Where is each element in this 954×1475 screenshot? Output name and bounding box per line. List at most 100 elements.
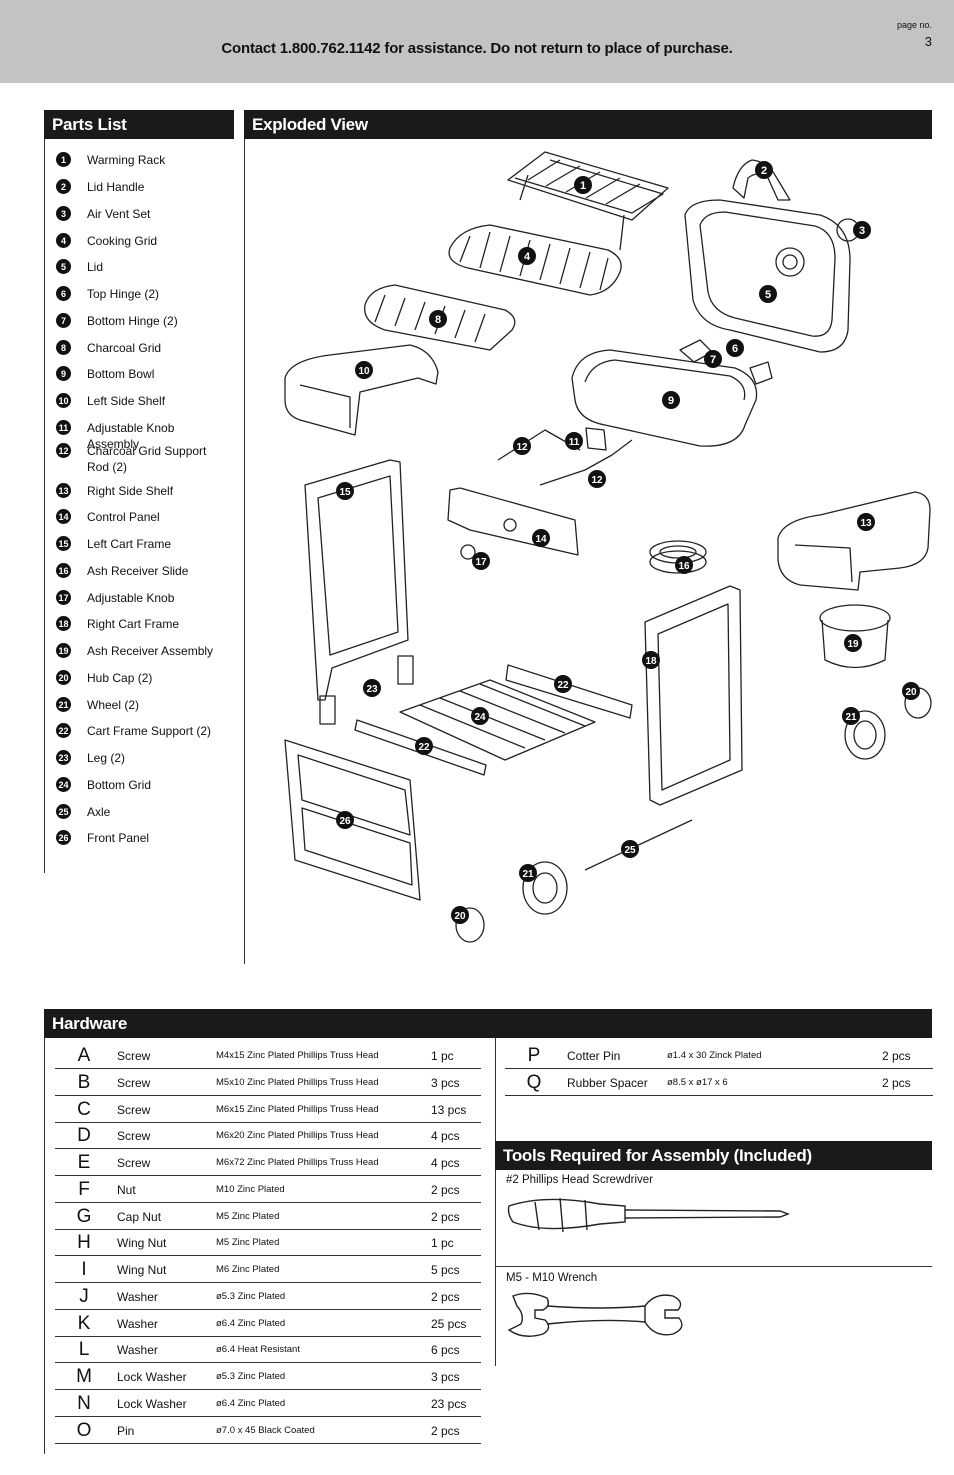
callout-20: 20 (451, 906, 469, 924)
part-number-badge: 8 (56, 340, 71, 355)
hardware-description: M10 Zinc Plated (216, 1183, 285, 1195)
hub-cap-illustration (455, 907, 485, 943)
callout-label: 12 (591, 475, 603, 486)
callout-23: 23 (363, 679, 381, 697)
part-name: Air Vent Set (87, 207, 151, 221)
callout-label: 18 (645, 656, 657, 667)
adjustable-knob-assembly-illustration (585, 427, 607, 451)
hardware-type: Screw (117, 1075, 151, 1090)
part-name: Charcoal Grid Support Rod (2) (87, 444, 207, 474)
part-name: Leg (2) (87, 751, 126, 765)
callout-26: 26 (336, 811, 354, 829)
left-cart-frame-illustration (304, 459, 409, 701)
part-name: Left Cart Frame (87, 537, 172, 551)
page-number: 3 (924, 34, 932, 49)
hardware-description: ø8.5 x ø17 x 6 (667, 1076, 728, 1088)
part-name: Right Cart Frame (87, 617, 180, 631)
callout-label: 21 (845, 712, 857, 723)
callout-5: 5 (759, 285, 777, 303)
part-name: Left Side Shelf (87, 394, 166, 408)
hardware-quantity: 2 pcs (882, 1049, 911, 1063)
hardware-description: M6x15 Zinc Plated Phillips Truss Head (216, 1103, 379, 1115)
hardware-description: ø5.3 Zinc Plated (216, 1290, 286, 1302)
hardware-type: Washer (117, 1343, 158, 1358)
hardware-type: Nut (117, 1182, 136, 1197)
cart-frame-support-illustration-2 (354, 719, 487, 776)
hardware-type: Screw (117, 1102, 151, 1117)
hardware-mid-rule (495, 1038, 496, 1366)
right-side-shelf-illustration (777, 491, 931, 591)
hardware-letter: K (77, 1312, 91, 1334)
hardware-description: ø6.4 Zinc Plated (216, 1317, 286, 1329)
adjustable-knob-illustration (460, 544, 476, 560)
callout-label: 17 (475, 557, 487, 568)
hardware-description: ø5.3 Zinc Plated (216, 1371, 286, 1382)
callout-label: 8 (435, 314, 441, 326)
right-cart-frame-illustration (644, 585, 743, 806)
hardware-quantity: 3 pcs (431, 1075, 460, 1090)
hardware-description: ø6.4 Heat Resistant (216, 1344, 300, 1356)
hardware-quantity: 2 pcs (431, 1423, 460, 1438)
warming-rack-illustration (507, 151, 669, 251)
part-number-badge: 25 (56, 804, 71, 819)
part-number-badge: 17 (56, 590, 71, 605)
hardware-type: Wing Nut (117, 1263, 167, 1277)
part-name: Control Panel (87, 510, 160, 524)
bottom-grid-illustration (399, 679, 596, 761)
part-number-badge: 16 (56, 563, 71, 578)
header-bar: Contact 1.800.762.1142 for assistance. D… (0, 0, 954, 83)
part-name: Cart Frame Support (2) (87, 724, 212, 738)
callout-label: 16 (678, 561, 690, 572)
hardware-description: M5 Zinc Plated (216, 1237, 280, 1249)
hardware-type: Pin (117, 1423, 135, 1438)
part-name: Hub Cap (2) (87, 671, 153, 685)
part-name: Ash Receiver Slide (87, 564, 189, 578)
ash-receiver-illustration (819, 604, 891, 669)
wheel-illustration-2 (844, 710, 886, 760)
hardware-type: Lock Washer (117, 1396, 187, 1411)
part-name: Adjustable Knob Assembly (87, 421, 175, 451)
callout-label: 22 (557, 680, 569, 691)
part-number-badge: 3 (56, 206, 71, 221)
hardware-type: Screw (117, 1049, 151, 1063)
part-number-badge: 5 (56, 259, 71, 274)
hardware-description: M6 Zinc Plated (216, 1264, 280, 1275)
part-number-badge: 10 (56, 393, 71, 408)
part-number-badge: 6 (56, 286, 71, 301)
tool-label-wrench: M5 - M10 Wrench (506, 1272, 598, 1284)
hardware-letter: A (77, 1045, 91, 1066)
tool-label-screwdriver: #2 Phillips Head Screwdriver (506, 1174, 654, 1186)
callout-label: 15 (339, 487, 351, 498)
callout-15: 15 (336, 482, 354, 500)
part-number-badge: 24 (56, 777, 71, 792)
hardware-letter: C (77, 1098, 91, 1120)
part-item: 16 Ash Receiver Slide (56, 563, 227, 579)
hardware-description: ø6.4 Zinc Plated (216, 1397, 286, 1409)
callout-label: 11 (569, 437, 580, 448)
part-item: 10 Left Side Shelf (56, 393, 227, 409)
contact-notice: Contact 1.800.762.1142 for assistance. D… (221, 40, 733, 57)
part-number-badge: 14 (56, 509, 71, 524)
leg-illustration-2 (397, 655, 414, 685)
callout-22: 22 (415, 737, 433, 755)
left-side-shelf-illustration (284, 344, 439, 436)
hardware-quantity: 3 pcs (431, 1370, 460, 1384)
callout-label: 4 (524, 251, 531, 263)
hardware-quantity: 23 pcs (431, 1396, 467, 1411)
